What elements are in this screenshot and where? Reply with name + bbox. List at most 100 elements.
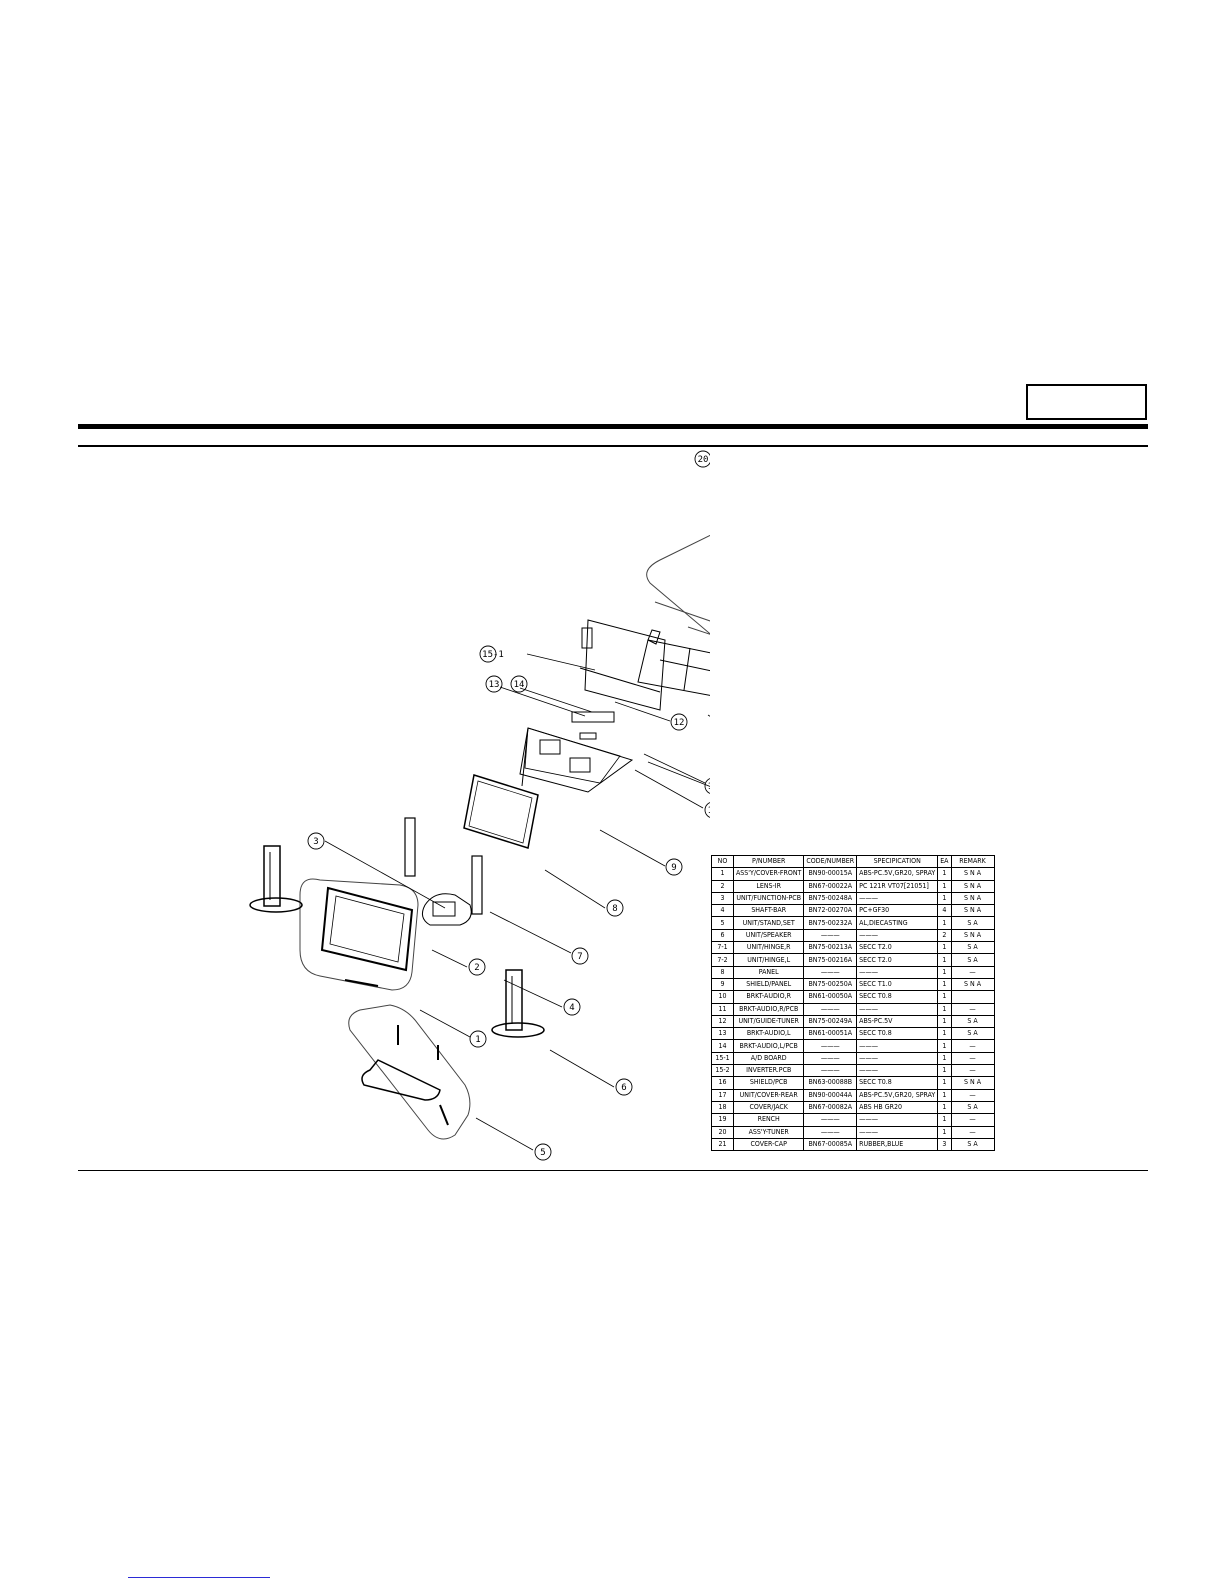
cell-ea: 4: [937, 904, 952, 918]
header-rule-thick: [78, 424, 1148, 429]
cell-remark: —: [950, 1002, 995, 1016]
cell-no: 14: [711, 1039, 734, 1053]
cell-specification: ———: [856, 1039, 939, 1053]
callout-bubbles: [307, 450, 710, 1161]
cell-remark: S A: [950, 1027, 995, 1041]
cell-code-number: BN75-00232A: [803, 916, 858, 930]
cell-code-number: BN90-00044A: [803, 1088, 858, 1102]
cell-part-number: SHAFT-BAR: [732, 904, 805, 918]
cell-remark: S N A: [950, 928, 995, 943]
callout-15-1: 15-1: [482, 650, 504, 660]
cell-remark: —: [950, 1088, 995, 1102]
cell-code-number: ———: [803, 1113, 858, 1127]
cell-no: 3: [711, 891, 734, 906]
cell-remark: —: [950, 1051, 995, 1066]
cell-remark: S A: [950, 1100, 995, 1115]
hinge-parts: [404, 817, 483, 915]
cell-specification: AL,DIECASTING: [856, 916, 939, 930]
cell-no: 1: [711, 867, 734, 881]
cell-ea: 1: [937, 1113, 952, 1127]
cell-code-number: BN61-00051A: [803, 1027, 858, 1041]
cell-code-number: BN63-00088B: [803, 1076, 858, 1090]
header-rule-thin: [78, 445, 1148, 447]
header-specification: SPECIPICATION: [856, 854, 939, 869]
cell-part-number: BRKT-AUDIO,L/PCB: [732, 1039, 805, 1053]
page-number-box: [1026, 384, 1147, 420]
cell-specification: ABS HB GR20: [856, 1100, 939, 1115]
cell-ea: 1: [937, 916, 952, 930]
header-part-number: P/NUMBER: [732, 854, 805, 869]
cell-no: 20: [711, 1125, 734, 1139]
cell-code-number: BN67-00082A: [803, 1100, 858, 1115]
cell-code-number: ———: [803, 1039, 858, 1053]
cell-no: 15-1: [711, 1051, 734, 1066]
cell-part-number: UNIT/SPEAKER: [732, 928, 805, 943]
cell-remark: —: [950, 1064, 995, 1078]
cell-code-number: ———: [803, 928, 858, 943]
cell-part-number: COVER/JACK: [732, 1100, 805, 1115]
audio-bracket-group: [571, 619, 666, 740]
cell-code-number: ———: [803, 965, 858, 979]
cell-ea: 1: [937, 990, 952, 1004]
table-header-row: NO P/NUMBER CODE/NUMBER SPECIPICATION EA…: [711, 854, 995, 869]
cell-remark: S N A: [950, 879, 995, 893]
callout-6: 6: [621, 1083, 626, 1093]
callout-11: 11: [708, 782, 710, 792]
cell-code-number: BN75-00250A: [803, 977, 858, 992]
cell-specification: ———: [856, 1113, 939, 1127]
cell-no: 12: [711, 1014, 734, 1029]
cell-remark: S A: [950, 1137, 995, 1152]
front-cover-group: [299, 878, 419, 991]
cell-remark: —: [950, 1039, 995, 1053]
cell-specification: ABS-PC.5V,GR20, SPRAY: [856, 867, 939, 881]
cell-part-number: SHIELD/PANEL: [732, 977, 805, 992]
cell-part-number: SHIELD/PCB: [732, 1076, 805, 1090]
cell-specification: ———: [856, 891, 939, 906]
cell-part-number: RENCH: [732, 1113, 805, 1127]
cell-code-number: ———: [803, 1125, 858, 1139]
rear-cover-group: [646, 534, 710, 635]
cell-specification: RUBBER,BLUE: [856, 1137, 939, 1152]
callout-7: 7: [577, 952, 582, 962]
callout-labels: 20 19 18 21 15-1 13 14 12 17 16 11 15-12…: [313, 455, 710, 1158]
cell-code-number: ———: [803, 1002, 858, 1016]
cell-ea: 1: [937, 1002, 952, 1016]
cell-remark: S N A: [950, 867, 995, 881]
chassis-plate-part: [519, 727, 634, 793]
cell-specification: SECC T0.8: [856, 1076, 939, 1090]
cell-no: 19: [711, 1113, 734, 1127]
cell-part-number: LENS-IR: [732, 879, 805, 893]
cell-specification: SECC T2.0: [856, 953, 939, 967]
cell-part-number: BRKT-AUDIO,L: [732, 1027, 805, 1041]
cell-specification: ———: [856, 965, 939, 979]
cell-code-number: BN90-00015A: [803, 867, 858, 881]
cell-ea: 1: [937, 1100, 952, 1115]
cell-part-number: A/D BOARD: [732, 1051, 805, 1066]
cell-ea: 1: [937, 1125, 952, 1139]
footer-link-underline[interactable]: [128, 1577, 270, 1578]
cell-no: 10: [711, 990, 734, 1004]
cell-code-number: BN75-00249A: [803, 1014, 858, 1029]
cell-specification: PC 121R VT07[21051]: [856, 879, 939, 893]
cell-part-number: UNIT/GUIDE-TUNER: [732, 1014, 805, 1029]
cell-no: 17: [711, 1088, 734, 1102]
cell-ea: 1: [937, 1051, 952, 1066]
cell-ea: 1: [937, 977, 952, 992]
cell-part-number: UNIT/STAND,SET: [732, 916, 805, 930]
cell-part-number: UNIT/HINGE,L: [732, 953, 805, 967]
stand-group: [348, 1004, 471, 1140]
cell-code-number: BN72-00270A: [803, 904, 858, 918]
cell-specification: SECC T1.0: [856, 977, 939, 992]
cell-specification: SECC T0.8: [856, 990, 939, 1004]
cell-specification: PC+GF30: [856, 904, 939, 918]
